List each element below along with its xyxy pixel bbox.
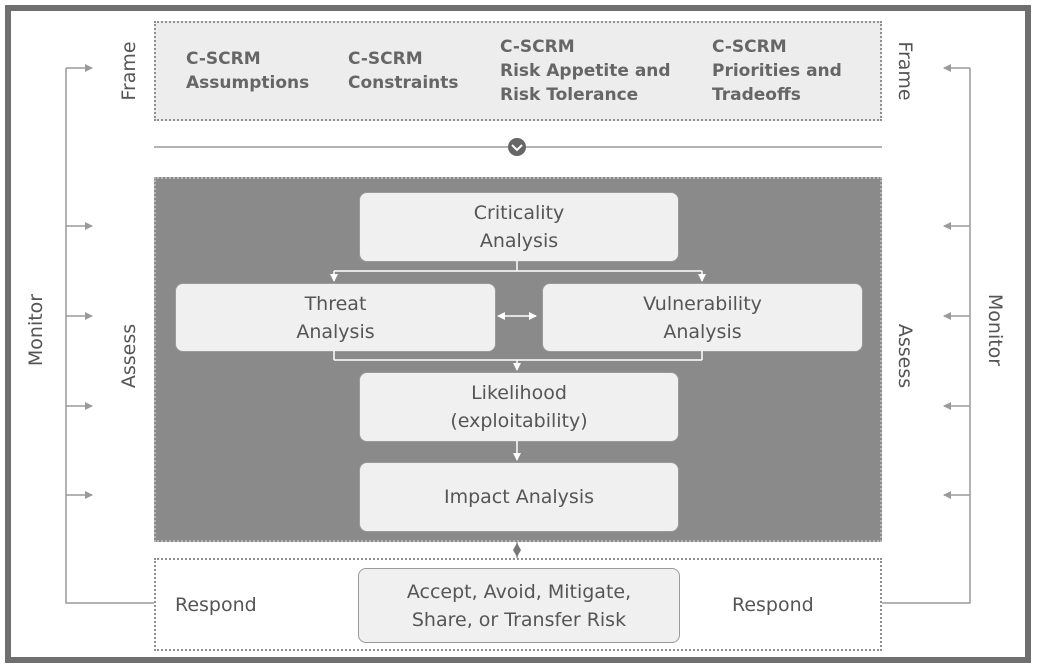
threat-analysis-node: Threat Analysis (175, 283, 496, 352)
likelihood-node: Likelihood (exploitability) (359, 372, 679, 442)
vulnerability-analysis-node: Vulnerability Analysis (542, 283, 863, 352)
chevron-down-icon (508, 138, 526, 156)
respond-node: Accept, Avoid, Mitigate, Share, or Trans… (358, 568, 680, 643)
frame-item-constraints: C-SCRM Constraints (348, 49, 459, 93)
frame-box: C-SCRM Assumptions C-SCRM Constraints C-… (154, 21, 882, 121)
monitor-loop-left (65, 68, 154, 604)
respond-label-right: Respond (732, 594, 814, 616)
assess-connectors (330, 261, 706, 461)
assess-respond-connector (513, 542, 521, 558)
monitor-arrows-left (66, 64, 93, 499)
frame-item-assumptions: C-SCRM Assumptions (186, 49, 310, 93)
monitor-arrows-right (943, 64, 970, 499)
impact-analysis-node: Impact Analysis (359, 462, 679, 532)
frame-item-priorities: C-SCRM Priorities and Tradeoffs (712, 37, 842, 105)
criticality-analysis-node: Criticality Analysis (359, 192, 679, 262)
frame-item-risk-appetite: C-SCRM Risk Appetite and Risk Tolerance (500, 37, 671, 105)
respond-box: Respond Accept, Avoid, Mitigate, Share, … (154, 558, 882, 651)
monitor-loop-right (882, 68, 971, 604)
respond-label-left: Respond (175, 594, 257, 616)
